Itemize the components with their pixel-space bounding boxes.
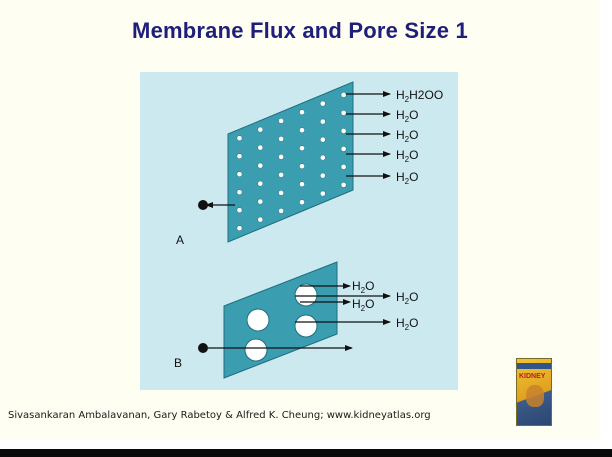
panel-label-a: A	[176, 233, 184, 247]
pore-a	[236, 207, 243, 214]
kidney-icon	[526, 385, 544, 407]
water-arrows-b	[295, 283, 391, 325]
pore-a	[257, 144, 264, 151]
pore-a	[278, 154, 284, 160]
pore-a	[278, 136, 284, 142]
pore-b3	[294, 314, 318, 338]
pore-b4	[244, 338, 268, 362]
credit-line: Sivasankaran Ambalavanan, Gary Rabetoy &…	[8, 410, 431, 421]
kidney-atlas-book-cover: KIDNEY	[516, 358, 552, 426]
pore-a	[236, 153, 243, 160]
pore-a	[319, 100, 326, 107]
h2o-label-a4: H2O	[396, 148, 418, 164]
book-title: KIDNEY	[519, 373, 546, 380]
slide-title: Membrane Flux and Pore Size 1	[132, 18, 468, 43]
h2o-label-a5: H2O	[396, 170, 418, 186]
h2o-label-a3: H2O	[396, 128, 418, 144]
h2o-label-b1: H2O	[352, 279, 374, 295]
diagram-svg: H2H2OO H2O H2O H2O H2O A	[174, 81, 443, 379]
solute-a	[198, 200, 208, 210]
book-band	[517, 363, 551, 369]
pore-a	[299, 199, 305, 206]
water-arrows-a	[346, 91, 391, 179]
pore-a	[340, 92, 347, 98]
slide: Membrane Flux and Pore Size 1 H2H2OO	[0, 0, 600, 440]
membrane-diagram: H2H2OO H2O H2O H2O H2O A	[140, 72, 458, 390]
pores-a	[236, 92, 347, 232]
pore-a	[278, 172, 284, 178]
h2o-label-a1: H2H2OO	[396, 88, 443, 104]
pore-a	[278, 208, 284, 214]
pore-a	[257, 198, 264, 205]
pore-a	[299, 109, 305, 116]
h2o-label-b3: H2O	[352, 297, 374, 313]
pore-a	[340, 110, 347, 116]
pore-a	[340, 182, 347, 188]
page-margin	[600, 0, 612, 449]
pore-a	[236, 225, 243, 232]
pore-a	[299, 181, 305, 188]
pore-a	[319, 172, 326, 179]
pore-a	[319, 154, 326, 161]
pore-a	[236, 189, 243, 196]
pore-a	[236, 135, 243, 142]
pore-a	[278, 118, 284, 124]
pore-a	[257, 162, 264, 169]
pore-a	[319, 190, 326, 197]
pore-a	[299, 127, 305, 134]
pore-a	[236, 171, 243, 178]
pore-a	[299, 145, 305, 152]
pore-a	[340, 128, 347, 134]
pore-a	[299, 163, 305, 170]
pore-a	[340, 164, 347, 170]
pore-a	[319, 118, 326, 125]
pore-a	[340, 146, 347, 152]
pore-a	[257, 126, 264, 133]
pore-a	[257, 216, 264, 223]
bottom-bar	[0, 449, 612, 457]
pore-b2	[294, 283, 318, 307]
panel-label-b: B	[174, 356, 182, 370]
h2o-label-b2: H2O	[396, 290, 418, 306]
pore-a	[319, 136, 326, 143]
pore-b1	[246, 308, 270, 332]
pore-a	[278, 190, 284, 196]
pore-a	[257, 180, 264, 187]
solute-b	[198, 343, 208, 353]
h2o-label-a2: H2O	[396, 108, 418, 124]
membrane-b	[223, 261, 338, 379]
h2o-label-b4: H2O	[396, 316, 418, 332]
membrane-a	[227, 81, 354, 243]
